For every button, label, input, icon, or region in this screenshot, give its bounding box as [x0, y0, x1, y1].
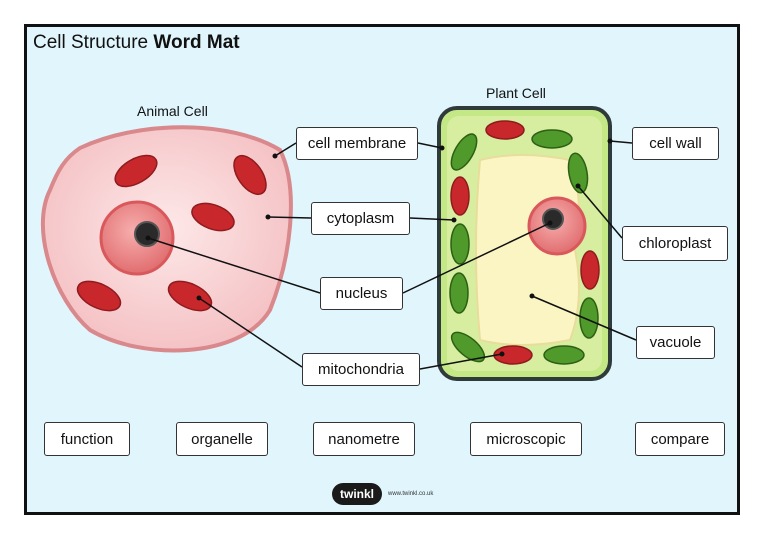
animal-mitochondrion [191, 202, 235, 232]
label-chloroplast: chloroplast [622, 226, 728, 261]
plant-mitochondrion [485, 120, 525, 140]
animal-mitochondrion [233, 154, 267, 196]
chloroplast [579, 297, 599, 339]
plant-mitochondrion [450, 176, 470, 216]
brand-url: www.twinkl.co.uk [388, 491, 434, 497]
label-cell-membrane: cell membrane [296, 127, 418, 160]
plant-nucleolus [542, 208, 564, 230]
chloroplast [543, 345, 585, 365]
word-organelle: organelle [176, 422, 268, 456]
plant-cell-caption: Plant Cell [486, 85, 546, 101]
title-regular: Cell Structure [33, 32, 149, 53]
word-compare: compare [635, 422, 725, 456]
leader-lines [147, 140, 637, 370]
animal-cell-caption: Animal Cell [137, 103, 208, 119]
label-cell-wall: cell wall [632, 127, 719, 160]
chloroplast [450, 223, 470, 265]
animal-nucleolus [134, 221, 160, 247]
plant-mitochondrion [580, 250, 600, 290]
label-mitochondria: mitochondria [302, 353, 420, 386]
word-nanometre: nanometre [313, 422, 415, 456]
label-vacuole: vacuole [636, 326, 715, 359]
brand-name: twinkl [332, 483, 383, 505]
label-nucleus: nucleus [320, 277, 403, 310]
word-function: function [44, 422, 130, 456]
word-microscopic: microscopic [470, 422, 582, 456]
chloroplast [450, 331, 486, 363]
label-cytoplasm: cytoplasm [311, 202, 410, 235]
chloroplast [567, 152, 589, 194]
chloroplast [450, 133, 478, 171]
page-title: Cell Structure Word Mat [33, 32, 240, 54]
chloroplast [531, 129, 573, 149]
animal-mitochondrion [114, 154, 158, 188]
title-bold: Word Mat [153, 32, 240, 53]
chloroplast [449, 272, 469, 314]
twinkl-logo: twinkl www.twinkl.co.uk [332, 483, 433, 505]
leader-dots [145, 138, 613, 357]
animal-mitochondrion [76, 280, 122, 312]
